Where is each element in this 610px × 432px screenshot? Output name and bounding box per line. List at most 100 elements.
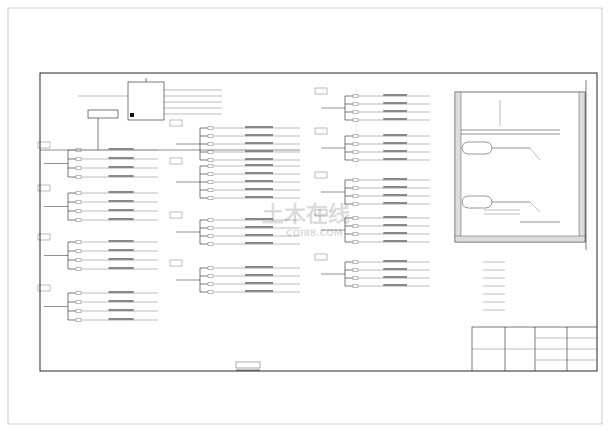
right-breaker-4-3 [352,284,359,288]
left-circuit-text-3-3 [108,318,134,321]
middle-breaker-0-2 [207,142,214,146]
inner-frame [39,72,598,372]
right-circuit-text-3-1 [383,224,408,227]
middle-breaker-1-3 [207,188,214,192]
left-breaker-3-0 [75,291,82,295]
left-breaker-1-2 [75,209,82,213]
right-label-box-0 [314,87,328,95]
incoming-supply [40,78,300,151]
middle-circuit-text-2-1 [245,226,273,229]
right-breaker-2-2 [352,194,359,198]
middle-label-box-3 [169,259,183,267]
middle-breaker-1-0 [207,164,214,168]
left-circuit-text-1-1 [108,200,134,203]
left-breaker-2-1 [75,249,82,253]
right-circuit-text-3-3 [383,240,408,243]
right-breaker-0-0 [352,94,359,98]
middle-breaker-0-4 [207,158,214,162]
middle-breaker-3-2 [207,282,214,286]
middle-circuit-text-3-1 [245,274,273,277]
middle-breaker-1-1 [207,172,214,176]
middle-circuit-text-0-1 [245,134,273,137]
right-circuit-text-4-0 [383,260,408,263]
left-label-box-2 [37,233,51,241]
right-circuit-text-2-3 [383,202,408,205]
middle-breaker-1-2 [207,180,214,184]
right-breaker-1-0 [352,134,359,138]
middle-breaker-2-3 [207,242,214,246]
left-breaker-0-3 [75,175,82,179]
middle-circuit-text-2-2 [245,234,273,237]
right-label-box-3 [314,209,328,217]
middle-circuit-text-0-4 [245,158,273,161]
left-circuit-text-3-0 [108,291,134,294]
left-breaker-2-3 [75,267,82,271]
left-breaker-0-1 [75,157,82,161]
left-circuit-text-2-3 [108,267,134,270]
middle-circuit-text-0-3 [245,150,273,153]
right-label-box-1 [314,127,328,135]
middle-breaker-3-1 [207,274,214,278]
title-block [471,326,598,372]
middle-circuit-text-1-0 [245,164,273,167]
left-circuit-text-0-0 [108,148,134,151]
right-circuit-text-0-3 [383,118,408,121]
left-circuit-text-1-0 [108,191,134,194]
trench-legend [483,261,505,311]
middle-circuit-text-2-0 [245,218,273,221]
left-circuit-text-2-1 [108,249,134,252]
middle-circuit-text-0-2 [245,142,273,145]
left-circuit-text-0-2 [108,166,134,169]
middle-label-box-0 [169,119,183,127]
right-circuit-text-0-2 [383,110,408,113]
middle-circuit-text-1-2 [245,180,273,183]
left-breaker-0-2 [75,166,82,170]
right-circuit-text-2-2 [383,194,408,197]
left-circuit-text-0-3 [108,175,134,178]
middle-label-box-2 [169,211,183,219]
right-circuit-text-4-2 [383,276,408,279]
watermark: 土木在线 COI88.COM [262,202,350,239]
right-circuit-text-0-0 [383,94,408,97]
left-breaker-2-0 [75,240,82,244]
right-circuit-text-1-2 [383,150,408,153]
middle-circuit-text-3-3 [245,290,273,293]
left-label-box-1 [37,184,51,192]
right-breaker-2-3 [352,202,359,206]
right-breaker-4-2 [352,276,359,280]
right-breaker-3-2 [352,232,359,236]
right-breaker-0-1 [352,102,359,106]
left-circuit-text-2-2 [108,258,134,261]
middle-circuit-text-3-0 [245,266,273,269]
middle-breaker-2-0 [207,218,214,222]
left-circuit-text-3-2 [108,309,134,312]
middle-breaker-0-1 [207,134,214,138]
middle-breaker-1-4 [207,196,214,200]
middle-circuit-text-1-3 [245,188,273,191]
right-breaker-1-1 [352,142,359,146]
right-breaker-0-3 [352,118,359,122]
left-breaker-1-0 [75,191,82,195]
cable-trench-section [454,80,587,250]
right-breaker-1-2 [352,150,359,154]
outer-frame [7,7,603,425]
right-circuit-text-3-2 [383,232,408,235]
right-circuit-text-4-1 [383,268,408,271]
middle-circuit-text-1-4 [245,196,273,199]
right-circuit-text-3-0 [383,216,408,219]
right-circuit-text-2-1 [383,186,408,189]
watermark-en: COI88.COM [286,229,343,239]
left-breaker-1-1 [75,200,82,204]
left-circuit-text-3-1 [108,300,134,303]
middle-circuit-text-1-1 [245,172,273,175]
middle-breaker-2-1 [207,226,214,230]
right-breaker-4-0 [352,260,359,264]
right-breaker-2-1 [352,186,359,190]
left-breaker-3-1 [75,300,82,304]
middle-label-box-1 [169,157,183,165]
right-breaker-3-0 [352,216,359,220]
right-breaker-4-1 [352,268,359,272]
middle-breaker-3-3 [207,290,214,294]
right-breaker-1-3 [352,158,359,162]
